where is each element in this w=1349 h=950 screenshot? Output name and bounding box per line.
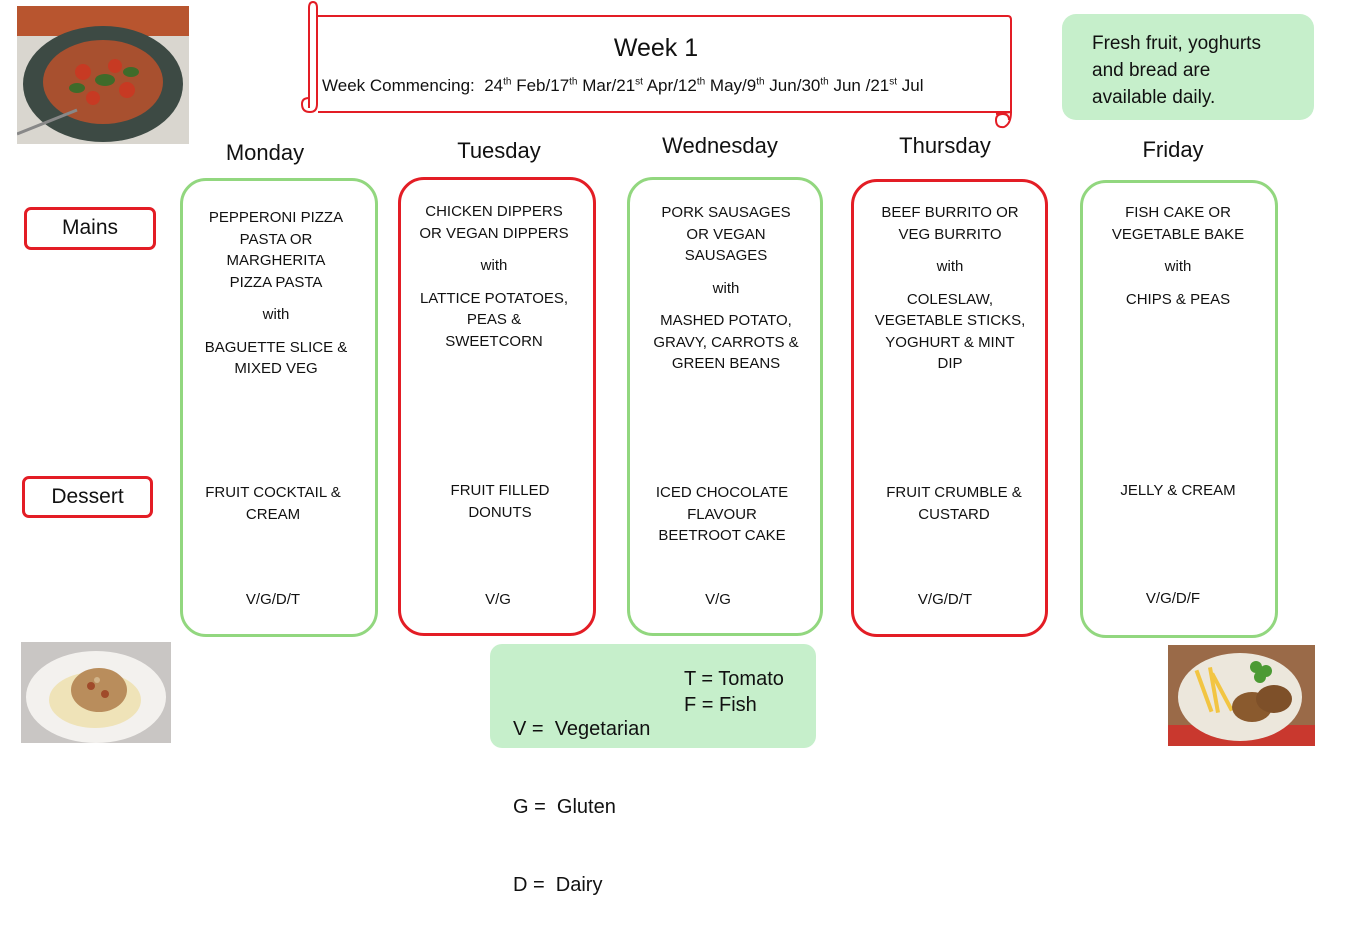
dessert-label: Dessert <box>22 476 153 518</box>
week-date: 21st Apr <box>616 76 674 95</box>
date-list: 24th Feb/17th Mar/21st Apr/12th May/9th … <box>484 76 924 95</box>
friday-allergens: V/G/D/F <box>1145 590 1201 607</box>
thursday-dessert: FRUIT CRUMBLE & CUSTARD <box>886 484 1022 523</box>
fishcake-photo <box>1168 645 1315 746</box>
week-date: 17th Mar <box>550 76 612 95</box>
allergen-legend: V = Vegetarian G = Gluten D = Dairy T = … <box>490 644 816 896</box>
friday-dessert: JELLY & CREAM <box>1120 482 1236 499</box>
friday-main: FISH CAKE OR VEGETABLE BAKE with CHIPS &… <box>1111 204 1245 308</box>
wednesday-dessert: ICED CHOCOLATE FLAVOUR BEETROOT CAKE <box>655 484 789 544</box>
wednesday-main: PORK SAUSAGES OR VEGAN SAUSAGES with MAS… <box>653 204 799 372</box>
note-line-1: Fresh fruit, yoghurts <box>1092 33 1261 54</box>
tuesday-allergens: V/G <box>485 591 511 608</box>
thursday-main: BEEF BURRITO OR VEG BURRITO with COLESLA… <box>874 204 1026 372</box>
tuesday-main: CHICKEN DIPPERS OR VEGAN DIPPERS with LA… <box>419 203 569 350</box>
wednesday-allergens: V/G <box>705 591 731 608</box>
monday-main: PEPPERONI PIZZA PASTA OR MARGHERITA PIZZ… <box>204 209 348 377</box>
menu-column-friday <box>1080 180 1278 638</box>
menu-column-thursday <box>851 179 1048 637</box>
note-line-2: and bread are <box>1092 60 1211 81</box>
week-title: Week 1 <box>613 34 699 62</box>
day-header-friday: Friday <box>1142 137 1204 162</box>
legend-left: V = Vegetarian G = Gluten D = Dairy <box>513 718 651 896</box>
monday-allergens: V/G/D/T <box>245 591 301 608</box>
mains-label: Mains <box>24 207 156 250</box>
menu-column-tuesday <box>398 177 596 636</box>
week-date: 30th Jun <box>801 76 861 95</box>
week-commencing-dates: Week Commencing: 24th Feb/17th Mar/21st … <box>322 76 923 96</box>
week-banner: Week 1 Week Commencing: 24th Feb/17th Ma… <box>300 0 1012 130</box>
thursday-allergens: V/G/D/T <box>917 591 973 608</box>
week-date: 12th May <box>677 76 743 95</box>
week-date: 24th Feb <box>484 76 546 95</box>
week-date: 9th Jun <box>746 76 797 95</box>
week-date: 21st Jul <box>870 76 924 95</box>
day-header-monday: Monday <box>225 140 305 165</box>
day-header-tuesday: Tuesday <box>457 138 541 163</box>
fresh-fruit-note: Fresh fruit, yoghurts and bread are avai… <box>1062 14 1314 120</box>
legend-right: T = Tomato F = Fish <box>684 668 784 716</box>
note-line-3: available daily. <box>1092 87 1216 108</box>
crumble-photo <box>21 642 171 743</box>
week-commencing-label: Week Commencing: <box>322 76 475 95</box>
monday-dessert: FRUIT COCKTAIL & CREAM <box>205 484 341 523</box>
menu-column-monday <box>180 178 378 637</box>
menu-column-wednesday <box>627 177 823 636</box>
pasta-photo <box>17 6 189 144</box>
day-header-thursday: Thursday <box>899 133 991 158</box>
day-header-wednesday: Wednesday <box>662 133 778 158</box>
scroll-banner-shape <box>300 0 1012 129</box>
tuesday-dessert: FRUIT FILLED DONUTS <box>450 482 550 521</box>
